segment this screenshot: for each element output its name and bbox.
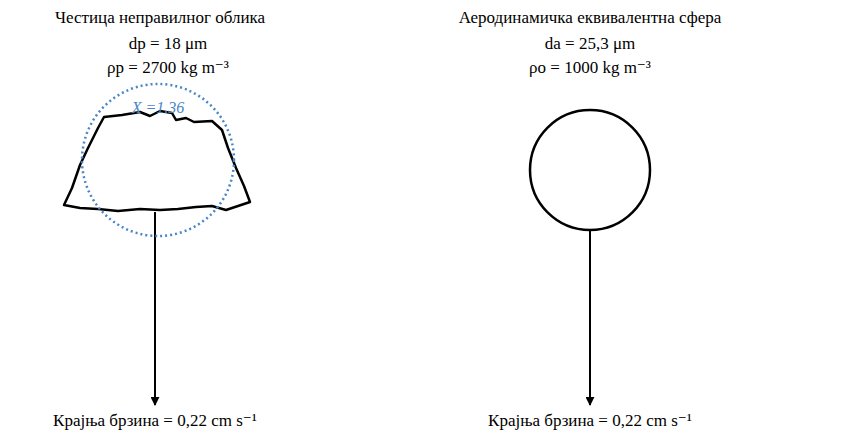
volume-equivalent-circle: X =1.36 <box>80 82 236 238</box>
panel-title: Честица неправилног облика <box>55 8 265 28</box>
velocity-label: Крајња брзина = 0,22 cm s⁻¹ <box>53 411 257 431</box>
property-label: ρp = 2700 kg m⁻³ <box>107 58 229 78</box>
panel-title: Аеродинамичка еквивалентна сфера <box>459 8 722 28</box>
shape-factor: X =1.36 <box>132 98 185 117</box>
velocity-arrow <box>589 231 591 405</box>
equivalent-sphere <box>530 110 650 230</box>
property-label: dp = 18 μm <box>129 34 208 54</box>
property-label: da = 25,3 μm <box>545 34 635 54</box>
dotted-circle <box>82 84 234 236</box>
property-label: ρo = 1000 kg m⁻³ <box>529 58 651 78</box>
velocity-label: Крајња брзина = 0,22 cm s⁻¹ <box>488 411 692 431</box>
velocity-arrow <box>154 212 156 405</box>
